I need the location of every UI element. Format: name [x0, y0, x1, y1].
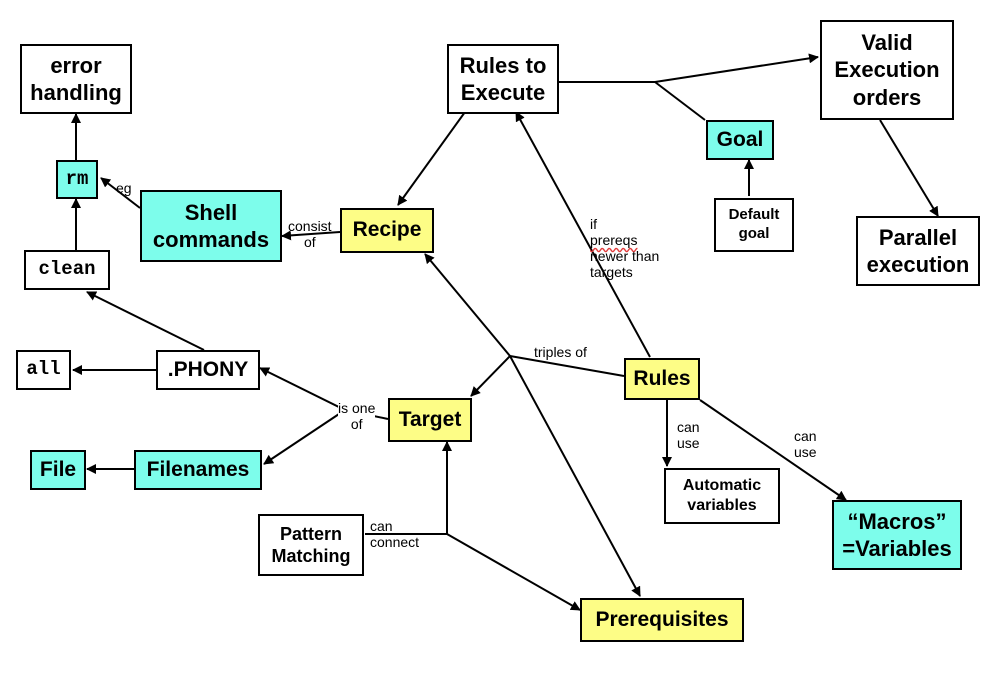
all-node: all: [16, 350, 71, 390]
label-if-prereqs-if: if: [590, 216, 597, 233]
edge-junction-to-filenames: [263, 409, 346, 465]
label-can-use-macros: can use: [794, 428, 817, 461]
rm-node: rm: [56, 160, 98, 199]
file-node: File: [30, 450, 86, 490]
recipe-node: Recipe: [340, 208, 434, 253]
label-triples-of: triples of: [534, 344, 587, 360]
edge-rules-to-macros: [699, 399, 847, 501]
rules-to-execute-node: Rules to Execute: [447, 44, 559, 114]
label-can-use-automatic: can use: [677, 419, 700, 452]
edge-valid-orders-to-parallel: [879, 119, 939, 217]
pattern-matching-node: Pattern Matching: [258, 514, 364, 576]
label-if-prereqs-word: prereqs: [590, 232, 638, 249]
edge-phony-to-clean: [86, 291, 205, 351]
target-node: Target: [388, 398, 472, 442]
edge-recipe-to-shell: [281, 230, 341, 241]
edge-rules-to-triples: [509, 355, 625, 377]
label-eg: eg: [116, 180, 132, 196]
label-can-connect: can connect: [370, 518, 420, 551]
valid-execution-orders-node: Valid Execution orders: [820, 20, 954, 120]
edge-triples-to-target: [470, 355, 511, 397]
shell-commands-node: Shell commands: [140, 190, 282, 262]
filenames-node: Filenames: [134, 450, 262, 490]
automatic-variables-node: Automatic variables: [664, 468, 780, 524]
goal-node: Goal: [706, 120, 774, 160]
edge-rules-to-rules-execute: [515, 111, 651, 358]
edge-triples-to-prereqs: [509, 355, 641, 597]
label-consist-of: consist of: [288, 218, 332, 251]
clean-node: clean: [24, 250, 110, 290]
edge-triples-to-recipe: [424, 253, 511, 357]
edge-junction-to-goal: [654, 81, 706, 121]
error-handling-node: error handling: [20, 44, 132, 114]
edge-shell-to-rm: [100, 177, 141, 209]
parallel-execution-node: Parallel execution: [856, 216, 980, 286]
phony-node: .PHONY: [156, 350, 260, 390]
macros-variables-node: “Macros” =Variables: [832, 500, 962, 570]
label-is-one-of: is one of: [338, 400, 376, 433]
edge-rules-execute-to-valid-orders: [558, 53, 819, 83]
edge-junction-to-prereqs: [446, 533, 581, 611]
default-goal-node: Default goal: [714, 198, 794, 252]
label-if-prereqs-rest: newer than targets: [590, 248, 660, 281]
prerequisites-node: Prerequisites: [580, 598, 744, 642]
edge-rules-execute-to-recipe: [397, 111, 466, 206]
rules-node: Rules: [624, 358, 700, 400]
label-if-prereqs: if prereqs newer than targets: [590, 200, 659, 297]
